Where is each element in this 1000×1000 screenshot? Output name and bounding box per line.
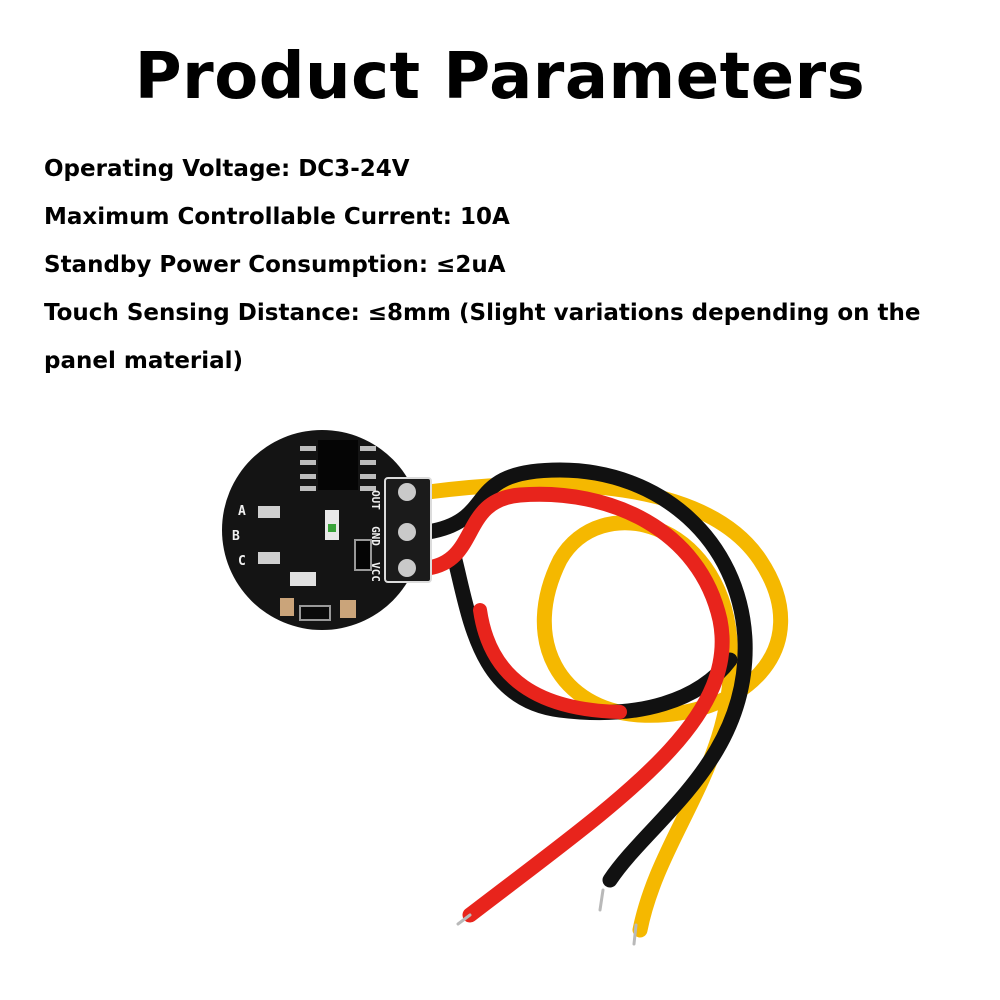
pin-label-gnd: GND [369,526,382,546]
parameter-list: Operating Voltage: DC3-24V Maximum Contr… [44,145,944,385]
param-touch-distance-cont: panel material) [44,348,244,374]
jumper-label-a: A [238,504,246,519]
param-touch-distance: Touch Sensing Distance: ≤8mm (Slight var… [44,300,921,326]
jumper-label-b: B [232,529,240,544]
param-max-current: Maximum Controllable Current: 10A [44,204,510,230]
touch-sensor-module-photo: OUT GND VCC A B C [222,430,789,946]
pcb-board: OUT GND VCC A B C [222,430,432,630]
pin-label-out: OUT [369,490,382,510]
yellow-wire [420,476,789,938]
page-title: Product Parameters [134,40,866,114]
pin-label-vcc: VCC [369,562,382,582]
black-wire [420,462,753,888]
param-standby-power: Standby Power Consumption: ≤2uA [44,252,506,278]
jumper-label-c: C [238,554,246,569]
param-operating-voltage: Operating Voltage: DC3-24V [44,156,410,182]
red-wire [420,486,730,923]
